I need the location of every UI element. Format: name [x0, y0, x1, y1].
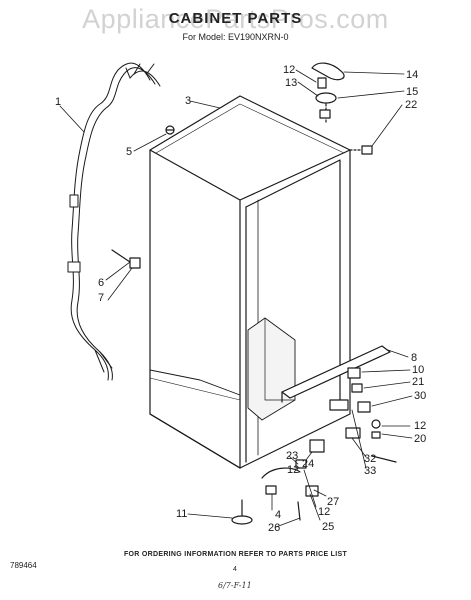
leader-lines	[59, 69, 413, 528]
callout-7: 7	[98, 292, 104, 304]
callout-12-right: 12	[414, 420, 426, 432]
page-number: 4	[233, 566, 237, 573]
callout-5: 5	[126, 146, 132, 158]
callout-12-lower: 12	[318, 506, 330, 518]
part-22-plug	[349, 145, 373, 155]
part-5-clip	[165, 125, 175, 135]
callout-1: 1	[55, 96, 61, 108]
callout-14: 14	[406, 69, 418, 81]
lower-hinge-parts	[329, 399, 397, 463]
callout-12-bottom: 12	[287, 464, 299, 476]
callout-4: 4	[275, 509, 281, 521]
callout-12-top: 12	[283, 64, 295, 76]
callout-27: 27	[327, 496, 339, 508]
bottom-parts	[261, 439, 325, 521]
callout-3: 3	[185, 95, 191, 107]
callout-labels: 1 3 5 6 7 12 13 14 15 22 8 10 21 30 12 2…	[55, 64, 426, 534]
callout-26: 26	[268, 522, 280, 534]
callout-20: 20	[414, 433, 426, 445]
document-number: 789464	[10, 561, 37, 570]
callout-33: 33	[364, 465, 376, 477]
callout-30: 30	[414, 390, 426, 402]
callout-13: 13	[285, 77, 297, 89]
callout-8: 8	[411, 352, 417, 364]
callout-32: 32	[364, 453, 376, 465]
callout-24: 24	[302, 458, 314, 470]
callout-25: 25	[322, 521, 334, 533]
callout-6: 6	[98, 277, 104, 289]
watermark-text: AppliancePartsPros.com	[82, 4, 389, 34]
model-label: For Model: EV190NXRN-0	[182, 32, 289, 42]
part-6-7-screw	[111, 249, 141, 269]
part-8-rail	[281, 345, 391, 403]
wire-harness	[67, 62, 161, 381]
callout-15: 15	[406, 86, 418, 98]
callout-23: 23	[286, 450, 298, 462]
ordering-info: FOR ORDERING INFORMATION REFER TO PARTS …	[123, 551, 348, 558]
callout-21: 21	[412, 376, 424, 388]
part-11-leveling-leg	[231, 499, 253, 525]
handwritten-note: 6/7-F-11	[218, 581, 252, 590]
callout-22: 22	[405, 99, 417, 111]
callout-10: 10	[412, 364, 424, 376]
callout-11: 11	[176, 508, 187, 520]
top-hinge-assembly	[311, 62, 345, 125]
cabinet-shell	[149, 95, 351, 469]
diagram-title: CABINET PARTS	[168, 10, 303, 27]
right-side-parts	[347, 367, 381, 439]
